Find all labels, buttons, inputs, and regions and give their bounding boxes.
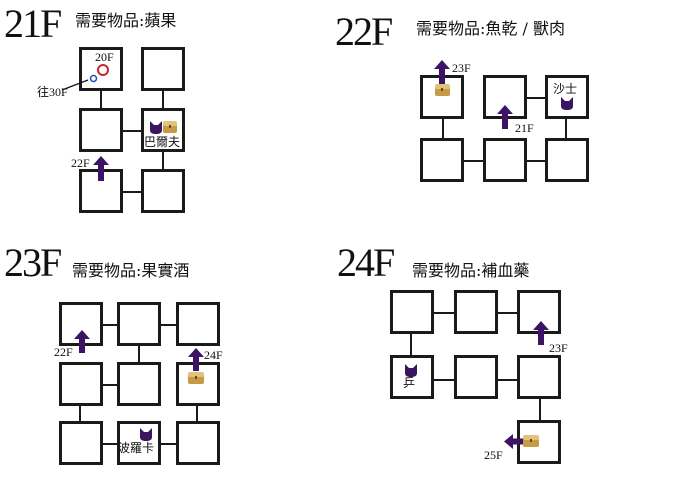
corridor bbox=[410, 332, 412, 357]
room bbox=[545, 138, 589, 182]
treasure-chest-icon[interactable] bbox=[188, 372, 204, 384]
room bbox=[117, 421, 161, 465]
floor-title: 23F bbox=[4, 240, 62, 285]
red-portal-icon[interactable] bbox=[96, 63, 110, 77]
arrow-up-icon[interactable] bbox=[497, 105, 513, 129]
room bbox=[79, 47, 123, 91]
corridor bbox=[196, 402, 198, 424]
room bbox=[117, 302, 161, 346]
arrow-left-icon[interactable] bbox=[504, 434, 526, 449]
arrow-label: 24F bbox=[204, 348, 223, 362]
corridor bbox=[162, 150, 164, 170]
treasure-chest-icon[interactable] bbox=[435, 84, 450, 96]
corridor bbox=[158, 324, 178, 326]
corridor bbox=[100, 324, 120, 326]
corridor bbox=[432, 312, 456, 314]
room bbox=[390, 290, 434, 334]
corridor bbox=[462, 160, 486, 162]
arrow-label: 23F bbox=[549, 341, 568, 355]
corridor bbox=[122, 130, 142, 132]
npc-name: 巴爾夫 bbox=[144, 135, 181, 149]
room bbox=[454, 290, 498, 334]
corridor bbox=[432, 379, 456, 381]
corridor bbox=[122, 191, 142, 193]
npc-name: 波羅卡 bbox=[118, 441, 155, 455]
room bbox=[483, 138, 527, 182]
corridor bbox=[525, 160, 547, 162]
treasure-chest-icon[interactable] bbox=[523, 435, 539, 447]
floor-title: 21F bbox=[4, 1, 62, 46]
room bbox=[117, 362, 161, 406]
npc-name: 乒 bbox=[403, 376, 416, 390]
arrow-label: 23F bbox=[452, 61, 471, 75]
cat-npc-icon[interactable] bbox=[149, 121, 163, 134]
corridor bbox=[565, 116, 567, 140]
required-item: 需要物品:補血藥 bbox=[412, 261, 530, 280]
floor-title: 24F bbox=[337, 240, 395, 285]
treasure-chest-icon[interactable] bbox=[163, 121, 177, 133]
room bbox=[454, 355, 498, 399]
room bbox=[59, 421, 103, 465]
corridor bbox=[539, 397, 541, 422]
required-item: 需要物品:蘋果 bbox=[75, 11, 177, 30]
corridor bbox=[525, 97, 547, 99]
corridor bbox=[138, 342, 140, 364]
room bbox=[517, 355, 561, 399]
arrow-up-icon[interactable] bbox=[93, 156, 109, 181]
room bbox=[141, 47, 185, 91]
required-item: 需要物品:果實酒 bbox=[72, 261, 190, 280]
cat-npc-icon[interactable] bbox=[139, 428, 153, 441]
arrow-label: 25F bbox=[484, 448, 503, 462]
corridor bbox=[100, 443, 120, 445]
arrow-up-icon[interactable] bbox=[533, 321, 549, 345]
corridor bbox=[162, 90, 164, 110]
corridor bbox=[158, 443, 178, 445]
floor-title: 22F bbox=[335, 9, 393, 54]
corridor bbox=[100, 90, 102, 110]
room bbox=[59, 362, 103, 406]
cat-npc-icon[interactable] bbox=[404, 364, 418, 377]
cat-npc-icon[interactable] bbox=[560, 97, 574, 110]
required-item: 需要物品:魚乾 / 獸肉 bbox=[416, 19, 565, 38]
room bbox=[517, 290, 561, 334]
stairs-label: 20F bbox=[95, 50, 114, 64]
warp-label: 往30F bbox=[37, 85, 68, 99]
room bbox=[176, 421, 220, 465]
room bbox=[79, 108, 123, 152]
room bbox=[390, 355, 434, 399]
arrow-up-icon[interactable] bbox=[188, 348, 204, 371]
arrow-label: 22F bbox=[54, 345, 73, 359]
room bbox=[141, 169, 185, 213]
npc-name: 沙士 bbox=[553, 82, 578, 96]
blue-portal-icon[interactable] bbox=[89, 74, 98, 83]
room bbox=[545, 75, 589, 119]
arrow-label: 21F bbox=[515, 121, 534, 135]
room bbox=[420, 138, 464, 182]
arrow-label: 22F bbox=[71, 156, 90, 170]
corridor bbox=[442, 116, 444, 140]
room bbox=[176, 302, 220, 346]
pointer-line bbox=[61, 79, 89, 91]
corridor bbox=[100, 384, 120, 386]
arrow-up-icon[interactable] bbox=[74, 330, 90, 353]
corridor bbox=[79, 402, 81, 424]
corridor bbox=[496, 312, 519, 314]
arrow-up-icon[interactable] bbox=[434, 60, 450, 84]
room bbox=[141, 108, 185, 152]
corridor bbox=[496, 379, 519, 381]
